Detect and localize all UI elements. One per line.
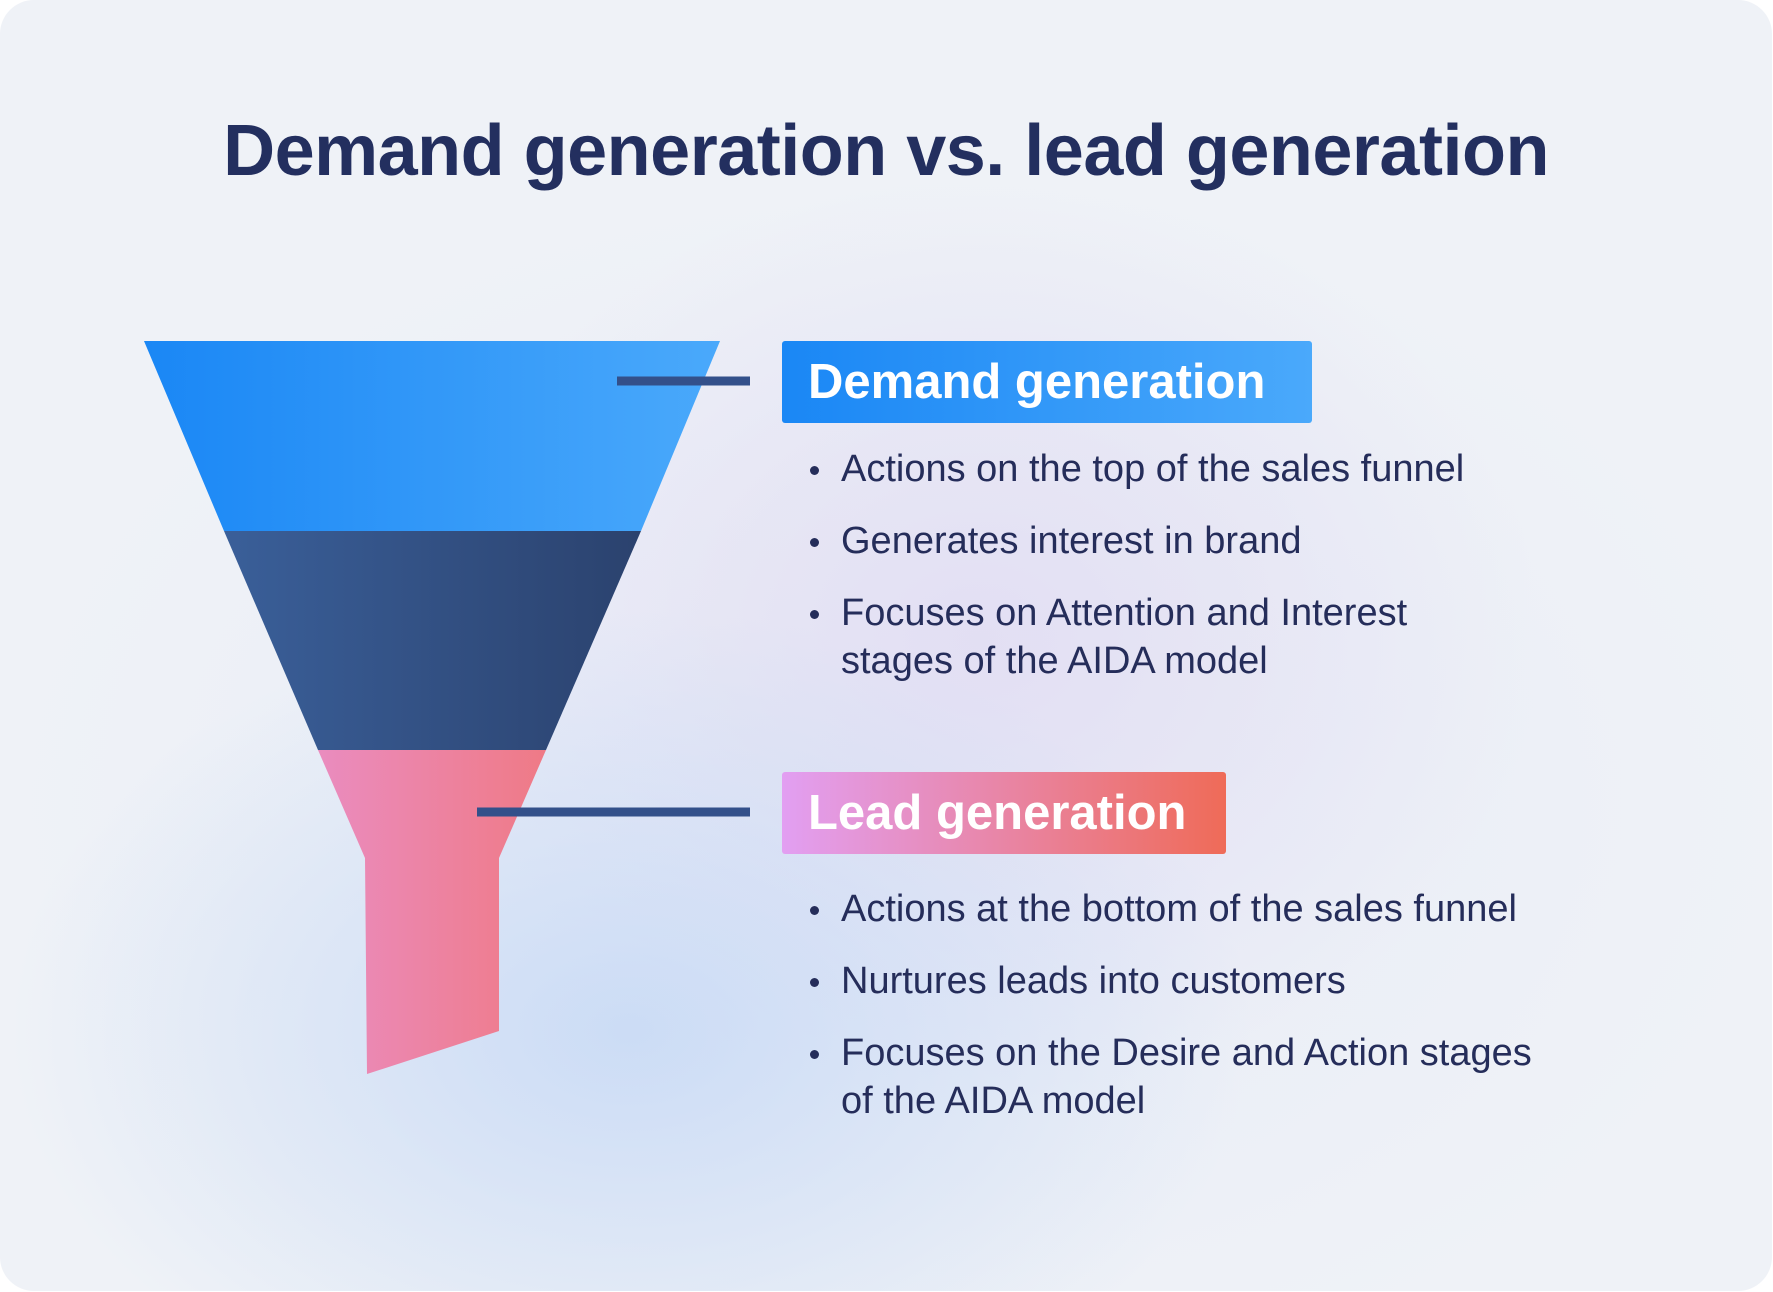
lead-bullet-3: Focuses on the Desire and Action stages … bbox=[808, 1029, 1532, 1125]
lead-generation-label: Lead generation bbox=[782, 772, 1226, 854]
lead-bullet-2: Nurtures leads into customers bbox=[808, 957, 1532, 1005]
funnel-middle-segment bbox=[224, 531, 641, 750]
demand-generation-label: Demand generation bbox=[782, 341, 1312, 423]
funnel-top-segment bbox=[144, 341, 720, 531]
demand-generation-bullets: Actions on the top of the sales funnel G… bbox=[808, 445, 1464, 709]
funnel-bottom-segment bbox=[318, 750, 546, 1074]
demand-bullet-2: Generates interest in brand bbox=[808, 517, 1464, 565]
demand-bullet-3: Focuses on Attention and Interest stages… bbox=[808, 589, 1464, 685]
lead-generation-bullets: Actions at the bottom of the sales funne… bbox=[808, 885, 1532, 1149]
page-title: Demand generation vs. lead generation bbox=[223, 111, 1549, 191]
demand-bullet-1: Actions on the top of the sales funnel bbox=[808, 445, 1464, 493]
lead-bullet-1: Actions at the bottom of the sales funne… bbox=[808, 885, 1532, 933]
